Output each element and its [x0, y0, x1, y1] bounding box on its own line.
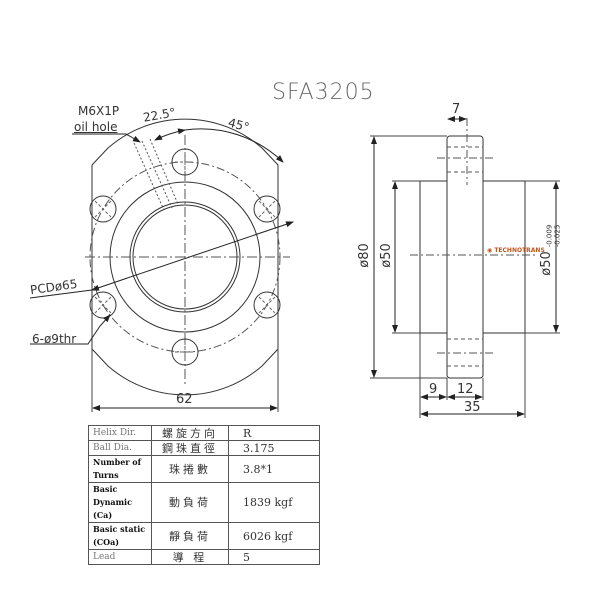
- logo-icon: ◉: [487, 247, 495, 254]
- tolerance-lower: -0.025: [553, 224, 562, 248]
- table-row: Lead 導 程 5: [88, 549, 320, 565]
- table-row: Basic static (COa) 靜負荷 6026 kgf: [88, 522, 320, 550]
- oil-hole-label: oil hole: [74, 120, 118, 134]
- outer-diameter-label: ø80: [356, 243, 372, 268]
- table-row: Number of Turns 珠捲數 3.8*1: [88, 455, 320, 483]
- nut-flange: [446, 135, 484, 379]
- spec-table: Helix Dir. 螺旋方向 R Ball Dia. 鋼珠直徑 3.175 N…: [88, 425, 320, 565]
- brand-logo: ◉ TECHNOTRANS: [487, 247, 545, 254]
- width-62-label: 62: [176, 392, 193, 407]
- length-35-label: 35: [464, 400, 481, 415]
- tolerance-diameter-label: ø50: [538, 251, 554, 276]
- table-row: Basic Dynamic (Ca) 動負荷 1839 kgf: [88, 482, 320, 523]
- table-row: Ball Dia. 鋼珠直徑 3.175: [88, 440, 320, 456]
- flange-width-12-label: 12: [457, 382, 474, 397]
- tolerance-upper: -0.009: [545, 224, 554, 248]
- table-row: Helix Dir. 螺旋方向 R: [88, 425, 320, 441]
- offset-9-label: 9: [429, 382, 438, 397]
- flange-outline: [91, 118, 279, 396]
- front-view: [29, 118, 294, 412]
- oil-hole-spec-label: M6X1P: [78, 104, 120, 118]
- oil-hole: [133, 138, 179, 211]
- bolt-holes: [89, 148, 281, 366]
- flange-thickness-label: 7: [452, 102, 461, 117]
- part-number-title: SFA3205: [272, 80, 375, 105]
- side-view: [370, 116, 560, 418]
- bolt-holes-label: 6-ø9thr: [32, 332, 77, 346]
- body-diameter-label: ø50: [378, 243, 394, 268]
